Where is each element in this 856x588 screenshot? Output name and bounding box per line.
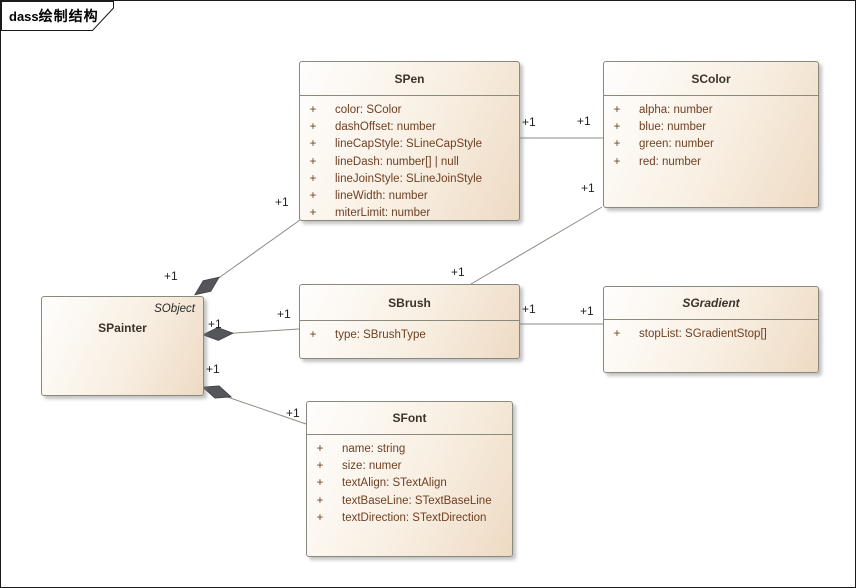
- class-attribute: +blue: number: [613, 120, 707, 133]
- class-sbrush-attributes: +type: SBrushType: [300, 320, 519, 343]
- class-attribute: +stopList: SGradientStop[]: [613, 327, 767, 340]
- class-attribute: +size: numer: [316, 459, 402, 472]
- multiplicity-label: +1: [164, 269, 178, 283]
- frame-label: dass 绘制结构: [1, 1, 119, 33]
- class-sbrush[interactable]: SBrush +type: SBrushType: [299, 284, 520, 359]
- class-sfont-attributes: +name: string +size: numer +textAlign: STe…: [307, 434, 512, 526]
- composition-diamond-spen: [194, 276, 220, 296]
- multiplicity-label: +1: [277, 307, 291, 321]
- class-attribute: +dashOffset: number: [309, 120, 436, 133]
- class-attribute: +lineDash: number[] | null: [309, 155, 459, 168]
- class-spen-title: SPen: [394, 71, 425, 86]
- class-attribute: +textAlign: STextAlign: [316, 477, 447, 490]
- class-spainter-base-annotation: SObject: [154, 303, 195, 315]
- multiplicity-label: +1: [451, 265, 465, 279]
- class-attribute: +miterLimit: number: [309, 207, 431, 220]
- multiplicity-label: +1: [580, 304, 594, 318]
- class-scolor[interactable]: SColor +alpha: number +blue: number +green…: [603, 61, 819, 208]
- class-spen-attributes: +color: SColor +dashOffset: number +lineCa…: [300, 95, 519, 222]
- class-sfont[interactable]: SFont +name: string +size: numer +textAlig…: [306, 401, 513, 557]
- class-attribute: +name: string: [316, 442, 406, 455]
- frame-label-main: 绘制结构: [38, 8, 99, 24]
- multiplicity-label: +1: [208, 317, 222, 331]
- composition-diamond-sfont: [201, 385, 233, 399]
- class-spainter[interactable]: SObject SPainter: [41, 296, 204, 396]
- multiplicity-label: +1: [206, 362, 220, 376]
- class-attribute: +alpha: number: [613, 103, 713, 116]
- class-attribute: +lineWidth: number: [309, 190, 428, 203]
- connector-sbrush-scolor[interactable]: [470, 206, 603, 285]
- class-sfont-title: SFont: [392, 411, 427, 425]
- multiplicity-label: +1: [522, 302, 536, 316]
- connector-spainter-spen[interactable]: [205, 219, 301, 288]
- frame-label-text: dass 绘制结构: [9, 6, 99, 26]
- frame-label-prefix: dass: [9, 9, 39, 24]
- class-scolor-header: SColor: [604, 62, 818, 95]
- class-attribute: +type: SBrushType: [309, 328, 426, 341]
- class-scolor-title: SColor: [691, 71, 731, 86]
- multiplicity-label: +1: [581, 181, 595, 195]
- class-spen[interactable]: SPen +color: SColor +dashOffset: number +l…: [299, 61, 520, 221]
- class-sgradient-title: SGradient: [682, 296, 740, 310]
- class-attribute: +color: SColor: [309, 103, 402, 116]
- class-sgradient[interactable]: SGradient +stopList: SGradientStop[]: [603, 286, 819, 373]
- class-sgradient-header: SGradient: [604, 287, 818, 319]
- class-attribute: +textDirection: STextDirection: [316, 511, 487, 524]
- class-attribute: +lineJoinStyle: SLineJoinStyle: [309, 172, 483, 185]
- multiplicity-label: +1: [286, 406, 300, 420]
- class-attribute: +green: number: [613, 138, 714, 151]
- class-sgradient-attributes: +stopList: SGradientStop[]: [604, 319, 818, 342]
- frame-label-shape: [1, 1, 114, 31]
- multiplicity-label: +1: [275, 195, 289, 209]
- composition-diamond-sbrush: [202, 327, 234, 341]
- class-sbrush-header: SBrush: [300, 285, 519, 320]
- class-sbrush-title: SBrush: [388, 295, 431, 310]
- class-spen-header: SPen: [300, 62, 519, 95]
- multiplicity-label: +1: [522, 115, 536, 129]
- multiplicity-label: +1: [577, 114, 591, 128]
- class-spainter-title: SPainter: [98, 321, 147, 335]
- class-sfont-header: SFont: [307, 402, 512, 434]
- class-attribute: +red: number: [613, 155, 702, 168]
- class-attribute: +lineCapStyle: SLineCapStyle: [309, 138, 483, 151]
- class-attribute: +textBaseLine: STextBaseLine: [316, 494, 492, 507]
- class-scolor-attributes: +alpha: number +blue: number +green: numbe…: [604, 95, 818, 170]
